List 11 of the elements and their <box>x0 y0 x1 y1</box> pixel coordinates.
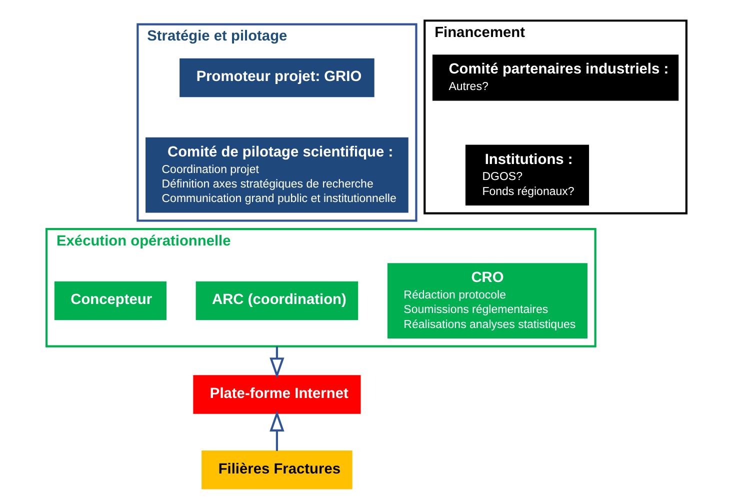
node-box: Plate-forme Internet <box>193 375 361 414</box>
node-box: CRO Rédaction protocole Soumissions réglementaires Réalisations analyses statistiques <box>387 263 588 338</box>
arrow <box>270 346 284 379</box>
node-box: Promoteur projet: GRIO <box>180 58 374 98</box>
node-box: ARC (coordination) <box>196 281 358 320</box>
node-box: Institutions : DGOS? Fonds régionaux? <box>465 144 590 206</box>
node-box: Comité de pilotage scientifique : Coordination projet Définition axes stratégiques de recherche Communication grand public et institutionnelle <box>146 137 408 213</box>
node-box: Comité partenaires industriels : Autres? <box>432 54 679 101</box>
node-box: Filières Fractures <box>202 450 352 490</box>
node-box: Concepteur <box>54 281 166 320</box>
arrow <box>270 410 284 451</box>
